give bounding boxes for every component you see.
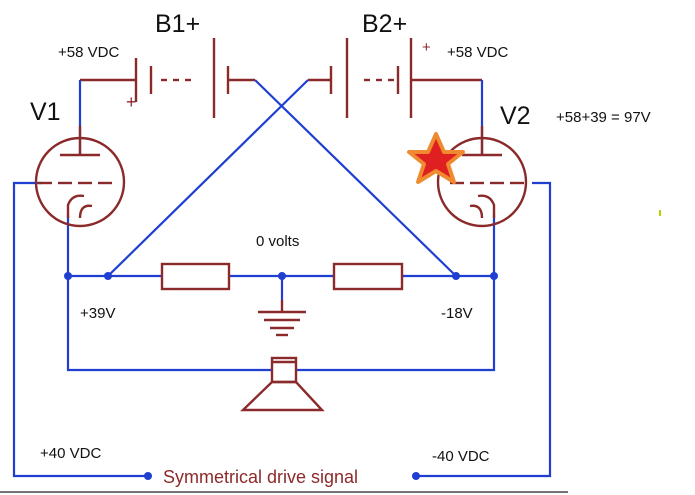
battery-b1	[80, 38, 255, 118]
label-b1: B1+	[155, 10, 200, 38]
label-b2-voltage: +58 VDC	[447, 44, 508, 61]
label-left-node: +39V	[80, 305, 115, 322]
junction-dots	[64, 272, 498, 480]
wiring	[12, 79, 552, 478]
speaker-symbol	[240, 356, 325, 412]
label-v2: V2	[500, 102, 531, 130]
label-b1-voltage: +58 VDC	[58, 44, 119, 61]
label-drive-signal: Symmetrical drive signal	[163, 467, 358, 487]
ground-symbol	[258, 300, 306, 337]
star-icon	[407, 132, 465, 184]
label-left-drive: +40 VDC	[40, 445, 101, 462]
label-b2-plus: +	[422, 39, 431, 56]
resistor-left	[160, 262, 231, 291]
battery-b2	[308, 38, 482, 118]
resistor-right	[332, 262, 404, 291]
label-right-node: -18V	[441, 305, 473, 322]
vacuum-tube-v2	[436, 126, 528, 228]
label-v1: V1	[30, 98, 61, 126]
label-b1-plus: +	[126, 92, 137, 112]
label-v2-sum: +58+39 = 97V	[556, 109, 651, 126]
label-right-drive: -40 VDC	[432, 448, 490, 465]
vacuum-tube-v1	[34, 126, 126, 228]
label-b2: B2+	[362, 10, 407, 38]
label-zero-volts: 0 volts	[256, 233, 299, 250]
